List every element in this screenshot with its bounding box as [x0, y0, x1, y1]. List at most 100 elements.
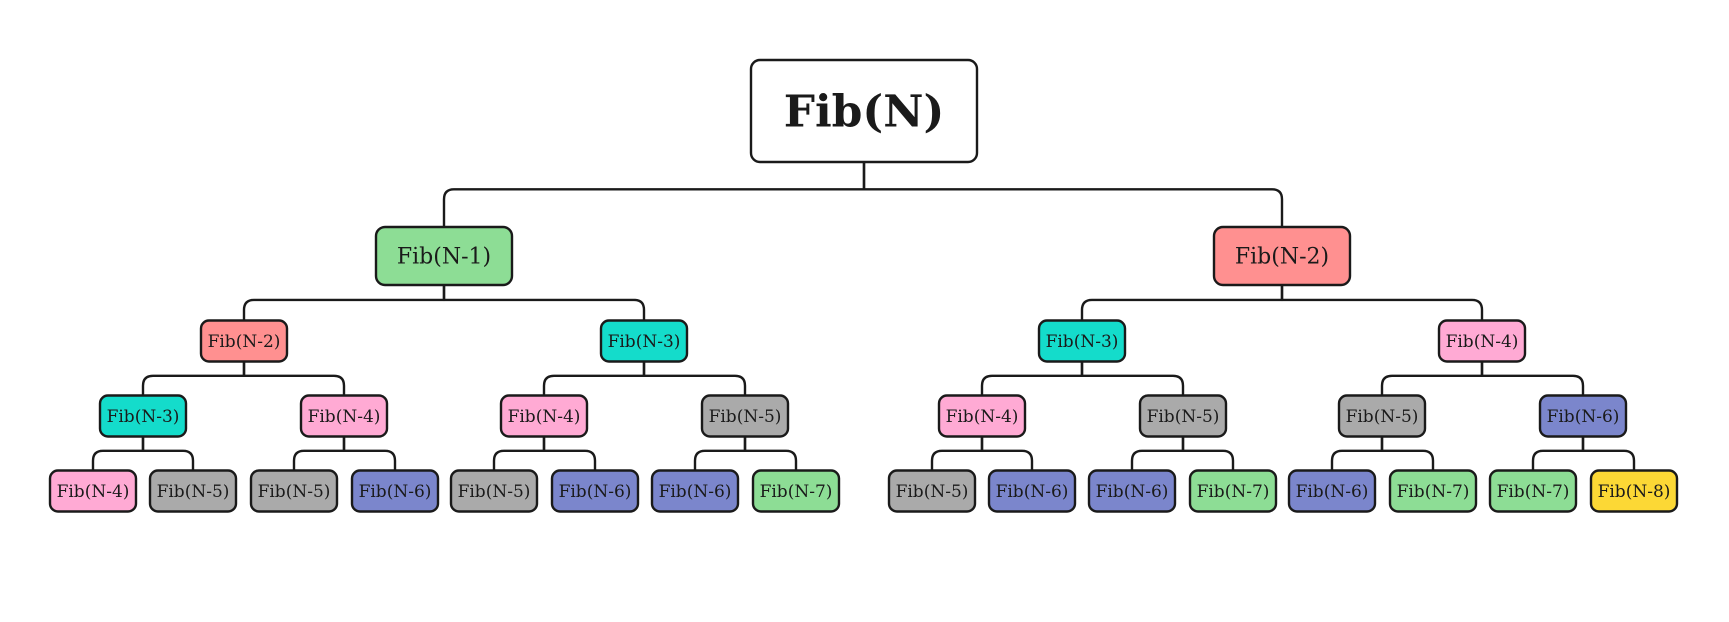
- tree-edge: [242, 361, 346, 396]
- node-label: Fib(N-4): [508, 407, 581, 427]
- tree-node-n5: Fib(N-5): [148, 469, 238, 513]
- root-node: Fib(N): [749, 58, 979, 164]
- tree-edge: [642, 361, 747, 396]
- tree-node-n5: Fib(N-5): [249, 469, 339, 513]
- node-label: Fib(N-6): [659, 482, 732, 502]
- node-label: Fib(N-4): [57, 482, 130, 502]
- node-box: [650, 469, 740, 513]
- tree-node-n6: Fib(N-6): [350, 469, 440, 513]
- node-box: [550, 469, 640, 513]
- tree-node-n6: Fib(N-6): [1287, 469, 1377, 513]
- node-box: [1488, 469, 1578, 513]
- tree-nodes: Fib(N) Fib(N-1) Fib(N-2) Fib(N-3) Fib(N-4) Fi…: [48, 58, 1679, 513]
- node-label: Fib(N-5): [896, 482, 969, 502]
- tree-edge: [542, 436, 597, 471]
- tree-edge: [1330, 436, 1384, 471]
- tree-node-n5: Fib(N-5): [1138, 394, 1228, 438]
- node-label: Fib(N-2): [208, 332, 281, 352]
- tree-node-n2: Fib(N-2): [199, 319, 289, 363]
- node-label: Fib(N-4): [308, 407, 381, 427]
- node-box: [374, 225, 514, 287]
- node-box: [449, 469, 539, 513]
- tree-node-n5: Fib(N-5): [700, 394, 790, 438]
- tree-node-n8: Fib(N-8): [1589, 469, 1679, 513]
- node-box: [987, 469, 1077, 513]
- tree-node-n6: Fib(N-6): [987, 469, 1077, 513]
- tree-edge: [693, 436, 747, 471]
- node-box: [751, 469, 841, 513]
- node-box: [599, 319, 689, 363]
- tree-node-n3: Fib(N-3): [1037, 319, 1127, 363]
- node-label: Fib(N-6): [559, 482, 632, 502]
- node-label: Fib(N-3): [608, 332, 681, 352]
- tree-edge: [743, 436, 798, 471]
- tree-node-n5: Fib(N-5): [887, 469, 977, 513]
- tree-edge: [980, 361, 1084, 396]
- tree-edge: [1080, 285, 1284, 321]
- tree-edge: [91, 436, 145, 471]
- tree-edge: [980, 436, 1034, 471]
- tree-edge: [292, 436, 346, 471]
- node-box: [1287, 469, 1377, 513]
- node-box: [937, 394, 1027, 438]
- node-label: Fib(N-6): [1547, 407, 1620, 427]
- tree-node-n6: Fib(N-6): [1087, 469, 1177, 513]
- node-label: Fib(N-5): [1147, 407, 1220, 427]
- node-box: [48, 469, 138, 513]
- tree-edge: [542, 361, 646, 396]
- tree-node-n4: Fib(N-4): [937, 394, 1027, 438]
- node-label: Fib(N-7): [1497, 482, 1570, 502]
- tree-node-n7: Fib(N-7): [1388, 469, 1478, 513]
- tree-edge: [141, 436, 195, 471]
- tree-node-n4: Fib(N-4): [1437, 319, 1527, 363]
- node-label: Fib(N-2): [1235, 245, 1329, 270]
- node-box: [1388, 469, 1478, 513]
- tree-node-n6: Fib(N-6): [550, 469, 640, 513]
- node-box: [1437, 319, 1527, 363]
- tree-edge: [862, 162, 1284, 227]
- tree-node-n4: Fib(N-4): [48, 469, 138, 513]
- node-box: [299, 394, 389, 438]
- node-label: Fib(N-7): [1197, 482, 1270, 502]
- node-box: [1538, 394, 1628, 438]
- tree-node-n4: Fib(N-4): [299, 394, 389, 438]
- node-label: Fib(N-3): [1046, 332, 1119, 352]
- node-label: Fib(N-7): [760, 482, 833, 502]
- tree-edge: [141, 361, 246, 396]
- tree-edge: [1080, 361, 1185, 396]
- tree-node-n7: Fib(N-7): [751, 469, 841, 513]
- node-label: Fib(N-7): [1397, 482, 1470, 502]
- node-label: Fib(N-6): [359, 482, 432, 502]
- node-label: Fib(N-3): [107, 407, 180, 427]
- node-box: [199, 319, 289, 363]
- node-box: [249, 469, 339, 513]
- tree-edge: [1380, 436, 1435, 471]
- node-box: [749, 58, 979, 164]
- tree-edge: [930, 436, 984, 471]
- node-label: Fib(N-6): [996, 482, 1069, 502]
- node-box: [1212, 225, 1352, 287]
- node-box: [499, 394, 589, 438]
- tree-edge: [1380, 361, 1484, 396]
- node-box: [1087, 469, 1177, 513]
- tree-edge: [442, 162, 866, 227]
- node-box: [1589, 469, 1679, 513]
- tree-edge: [1581, 436, 1636, 471]
- node-box: [887, 469, 977, 513]
- tree-edge: [442, 285, 646, 321]
- tree-edge: [1531, 436, 1585, 471]
- node-label: Fib(N-6): [1296, 482, 1369, 502]
- tree-edges: [91, 162, 1636, 471]
- tree-node-n7: Fib(N-7): [1488, 469, 1578, 513]
- tree-edge: [1130, 436, 1185, 471]
- tree-edge: [1480, 361, 1585, 396]
- node-label: Fib(N-5): [157, 482, 230, 502]
- node-box: [98, 394, 188, 438]
- tree-node-n3: Fib(N-3): [599, 319, 689, 363]
- tree-edge: [492, 436, 546, 471]
- node-label: Fib(N-8): [1598, 482, 1671, 502]
- node-label: Fib(N-5): [709, 407, 782, 427]
- tree-node-n6: Fib(N-6): [650, 469, 740, 513]
- tree-node-n1: Fib(N-1): [374, 225, 514, 287]
